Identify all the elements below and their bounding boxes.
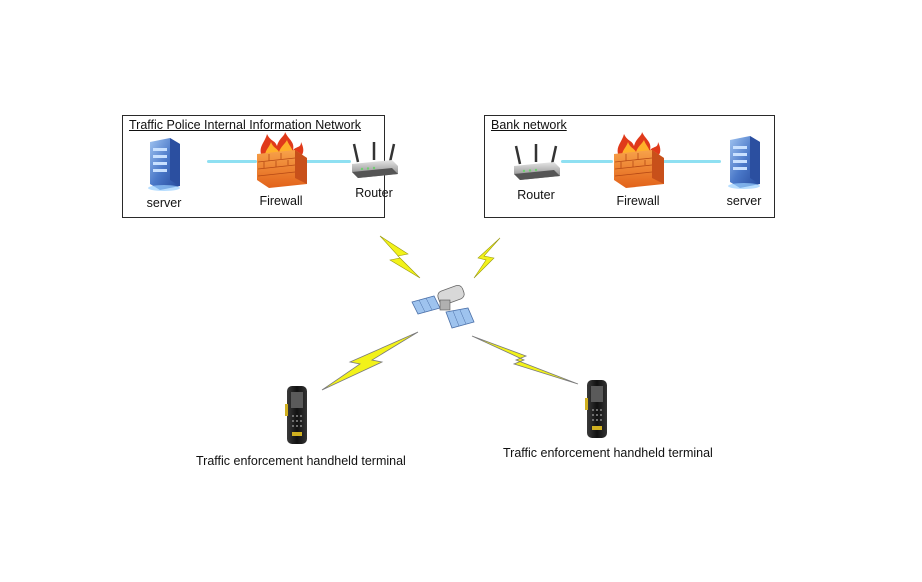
link-firewall-router [305,160,351,163]
satellite-icon [411,284,475,329]
lightning-signal-icon [321,331,419,391]
police-server-label: server [146,196,182,210]
police-network-box: Traffic Police Internal Information Netw… [119,115,398,218]
handheld-terminal-icon [585,380,607,438]
firewall-icon [257,132,307,188]
police-firewall-label: Firewall [259,194,303,208]
bank-server-label: server [726,194,762,208]
lightning-signal-icon [471,335,579,385]
bank-firewall-label: Firewall [616,194,660,208]
bank-network-box: Bank network Router [484,115,775,218]
lightning-signal-icon [473,237,501,279]
firewall-icon [614,132,664,188]
lightning-signal-icon [379,235,421,279]
police-firewall: Firewall [236,132,326,208]
police-server: server [119,136,209,210]
handheld-terminal-icon [285,386,307,444]
bank-firewall: Firewall [593,132,683,208]
bank-router: Router [491,144,581,202]
bank-router-label: Router [517,188,555,202]
police-router: Router [329,142,419,200]
link-router-firewall [561,160,613,163]
bank-server: server [699,134,789,208]
router-icon [514,144,560,180]
police-network-title: Traffic Police Internal Information Netw… [129,118,362,132]
left-terminal-label: Traffic enforcement handheld terminal [196,454,406,468]
router-icon [352,142,398,178]
right-terminal-label: Traffic enforcement handheld terminal [503,446,713,460]
police-router-label: Router [355,186,393,200]
link-server-firewall [207,160,257,163]
server-icon [148,138,180,191]
link-firewall-server [661,160,721,163]
bank-network-title: Bank network [491,118,567,132]
server-icon [728,136,760,189]
